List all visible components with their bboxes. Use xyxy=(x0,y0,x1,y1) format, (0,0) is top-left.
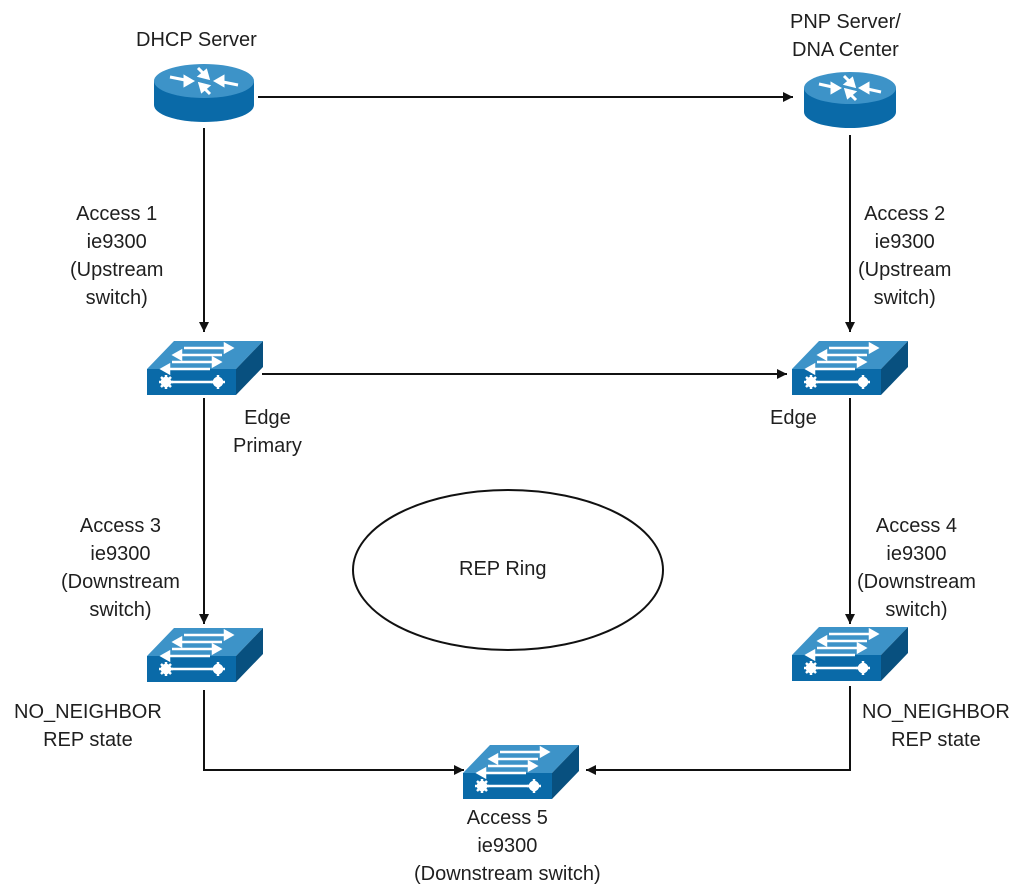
access4-label: Access 4 ie9300 (Downstream switch) xyxy=(857,512,976,624)
access3-label-line: (Downstream xyxy=(61,571,180,593)
pnp-server-label-line: DNA Center xyxy=(792,39,899,61)
access1-label-line: (Upstream xyxy=(70,259,164,281)
access1-role-label: Edge Primary xyxy=(233,404,302,460)
dhcp-server-router xyxy=(154,64,254,122)
access1-role-line: Edge xyxy=(244,407,291,429)
access5-switch xyxy=(463,745,579,799)
access5-label: Access 5 ie9300 (Downstream switch) xyxy=(414,804,601,888)
access4-label-line: (Downstream xyxy=(857,571,976,593)
access4-state-label: NO_NEIGHBOR REP state xyxy=(862,698,1010,754)
access2-role-label: Edge xyxy=(770,404,817,432)
access3-label-line: ie9300 xyxy=(90,543,151,565)
access4-switch xyxy=(792,627,908,681)
router-icon xyxy=(154,64,254,122)
switch-icon xyxy=(147,341,263,395)
access2-label-line: (Upstream xyxy=(858,259,952,281)
access3-switch xyxy=(147,628,263,682)
access4-state-line: REP state xyxy=(891,729,981,751)
switch-icon xyxy=(463,745,579,799)
access4-label-line: switch) xyxy=(885,599,948,621)
pnp-server-label: PNP Server/ DNA Center xyxy=(790,8,901,64)
access5-label-line: ie9300 xyxy=(477,835,538,857)
access1-label-line: Access 1 xyxy=(76,203,158,225)
switch-icon xyxy=(792,341,908,395)
access4-label-line: ie9300 xyxy=(886,543,947,565)
access2-role-line: Edge xyxy=(770,407,817,429)
switch-icon xyxy=(792,627,908,681)
access4-state-line: NO_NEIGHBOR xyxy=(862,701,1010,723)
connections xyxy=(199,92,855,775)
access4-label-line: Access 4 xyxy=(875,515,958,537)
access3-state-line: REP state xyxy=(43,729,133,751)
access5-label-line: Access 5 xyxy=(466,807,548,829)
access1-label: Access 1 ie9300 (Upstream switch) xyxy=(70,200,163,312)
access1-switch xyxy=(147,341,263,395)
router-icon xyxy=(804,72,896,128)
access2-label: Access 2 ie9300 (Upstream switch) xyxy=(858,200,951,312)
pnp-server-router xyxy=(804,72,896,128)
access3-label-line: switch) xyxy=(89,599,152,621)
link-access4-to-access5 xyxy=(586,686,851,775)
link-access3-to-access5 xyxy=(203,690,464,775)
access2-label-line: switch) xyxy=(873,287,936,309)
access2-label-line: Access 2 xyxy=(864,203,946,225)
rep-ring-ellipse xyxy=(352,489,664,651)
access1-role-line: Primary xyxy=(233,435,302,457)
access2-switch xyxy=(792,341,908,395)
rep-ring-label: REP Ring xyxy=(459,558,547,580)
pnp-server-label-line: PNP Server/ xyxy=(790,11,901,33)
access3-state-line: NO_NEIGHBOR xyxy=(14,701,162,723)
access3-label-line: Access 3 xyxy=(79,515,162,537)
access1-label-line: ie9300 xyxy=(86,231,147,253)
access5-label-line: (Downstream switch) xyxy=(414,863,601,885)
dhcp-server-label-line: DHCP Server xyxy=(136,29,257,51)
access1-label-line: switch) xyxy=(85,287,148,309)
access3-label: Access 3 ie9300 (Downstream switch) xyxy=(61,512,180,624)
access2-label-line: ie9300 xyxy=(874,231,935,253)
dhcp-server-label: DHCP Server xyxy=(136,26,257,54)
access3-state-label: NO_NEIGHBOR REP state xyxy=(14,698,162,754)
switch-icon xyxy=(147,628,263,682)
